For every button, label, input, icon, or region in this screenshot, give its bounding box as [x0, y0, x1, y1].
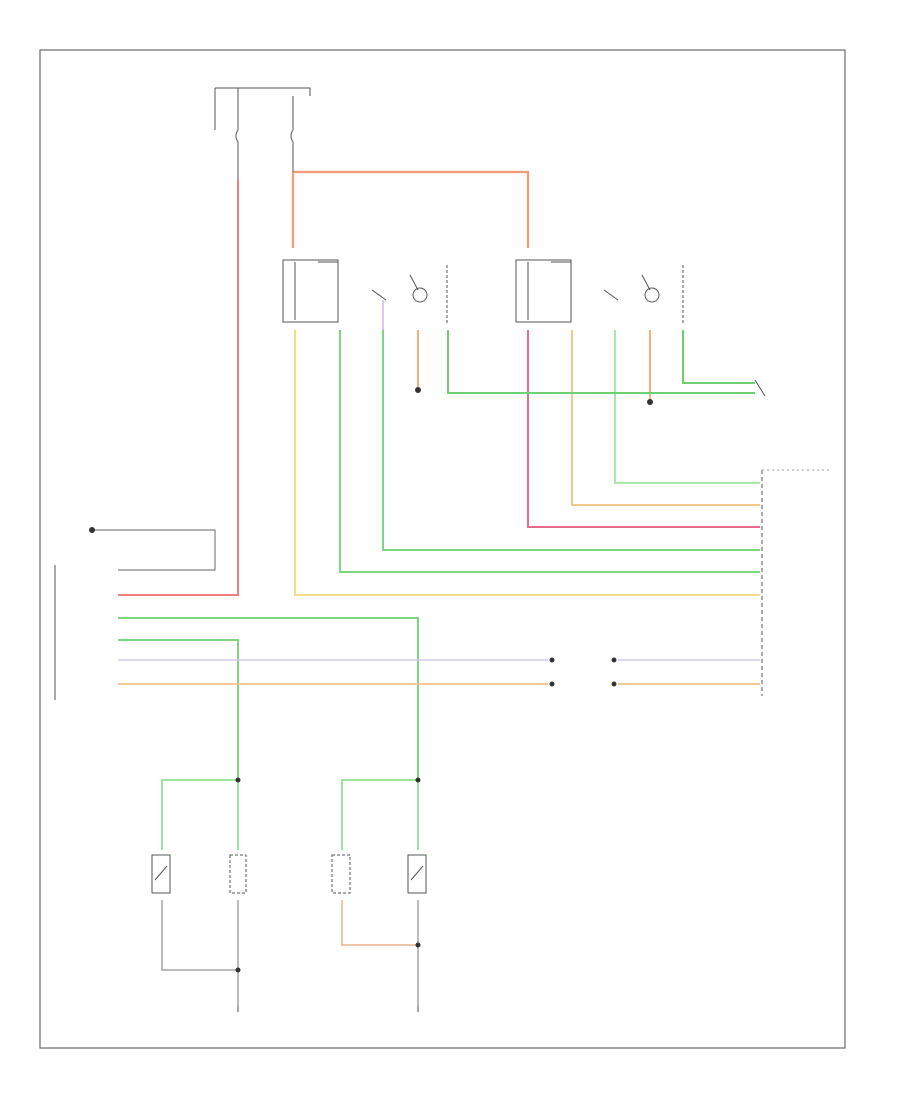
fuse-b [290, 96, 294, 172]
wire-black-seat-left-return [161, 900, 238, 971]
splice-right [415, 777, 421, 783]
wire-tan-seat-right-return [341, 900, 418, 946]
illum-ground-right-icon [647, 399, 653, 405]
left-heated-seat-switch [282, 259, 448, 325]
illumination-lamp-left-icon [412, 287, 428, 303]
splice-ground-right [415, 942, 421, 948]
right-front-seat-cushion-heater [331, 854, 427, 894]
wire-green-dimmer-b [682, 330, 755, 384]
wire-red-main [118, 180, 239, 596]
right-heated-seat-switch [515, 259, 684, 325]
illum-ground-left-icon [415, 387, 421, 393]
wire-green-cluster-mid [382, 330, 760, 551]
inline-connector [549, 657, 617, 687]
wire-red-cluster [527, 330, 760, 528]
fuse-box-outline [214, 87, 311, 130]
wire-tan-cluster [571, 330, 760, 506]
wire-green-seat-right [118, 617, 419, 780]
splice-left [235, 777, 241, 783]
splice-ground-left [235, 967, 241, 973]
left-front-seat-cushion-heater [151, 854, 247, 894]
wire-orange-switch-feed [291, 170, 530, 248]
fuse-a [235, 88, 239, 180]
wire-green-seat-right-loop [341, 779, 418, 850]
illumination-lamp-right-icon [644, 287, 660, 303]
wire-green-cluster-top [614, 330, 760, 484]
wire-yellow-cluster [294, 330, 760, 596]
diagram-frame [39, 49, 846, 1049]
wire-green-seat-left [118, 639, 239, 780]
wire-green-cluster-low [339, 330, 760, 573]
wire-green-seat-left-loop [161, 779, 238, 850]
wire-black-module-ground [92, 529, 216, 571]
wire-green-dimmer-a [447, 330, 755, 394]
wire-dimmer-connector [754, 379, 766, 397]
module-ground-node [89, 527, 95, 533]
